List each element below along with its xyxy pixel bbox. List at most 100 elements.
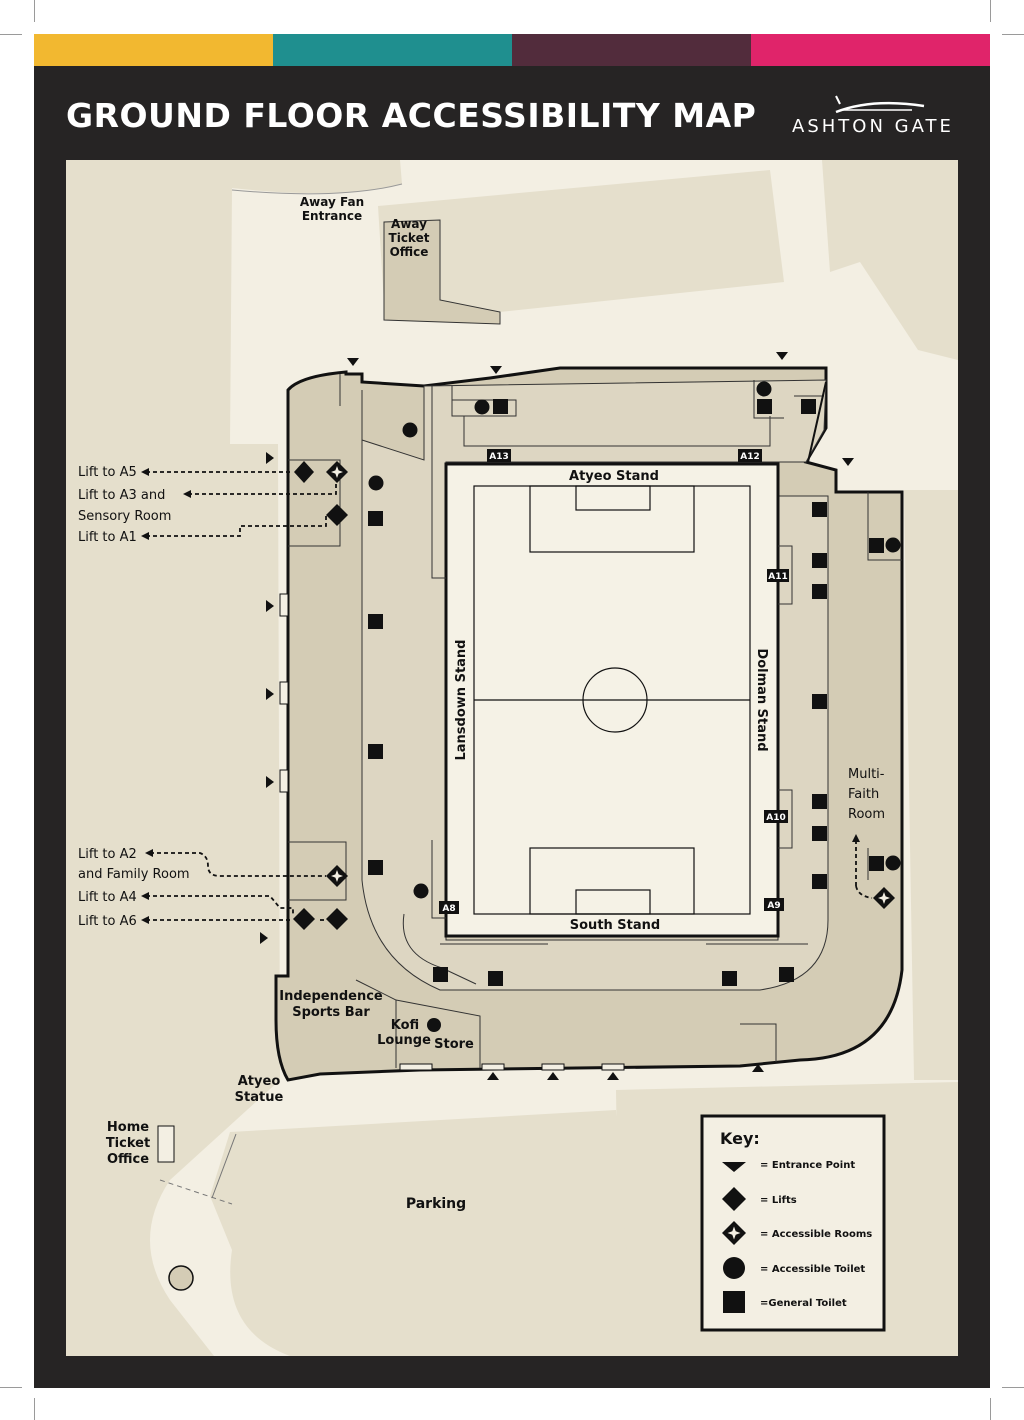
road-outline <box>211 1133 237 1199</box>
accessible-toilet-icon <box>723 1257 745 1279</box>
gate-a9-label: A9 <box>767 901 780 911</box>
wall-line <box>395 999 481 1068</box>
general-toilets <box>368 399 884 986</box>
general-toilet-icon <box>488 971 503 986</box>
home-ticket-office-label: Ticket <box>106 1136 150 1151</box>
gate-a12-label: A12 <box>740 452 760 462</box>
roundabout <box>168 1265 194 1291</box>
lift-a2-label: Lift to A2 <box>78 847 137 862</box>
general-toilet-icon <box>722 971 737 986</box>
crop-mark <box>1002 34 1024 35</box>
entrance-point-icon <box>752 1064 764 1072</box>
key-title: Key: <box>720 1129 760 1148</box>
accessible-toilet-icon <box>368 475 384 491</box>
entrance-point-icon <box>776 352 788 360</box>
lift-a4-label: Lift to A4 <box>78 890 137 905</box>
key-general-toilet-label: =General Toilet <box>760 1298 847 1309</box>
color-strip-plum <box>512 34 751 66</box>
entrance-point-icon <box>266 776 274 788</box>
parking-label: Parking <box>406 1196 466 1212</box>
general-toilet-icon <box>723 1291 745 1313</box>
away-ticket-office-label: Office <box>390 245 429 259</box>
gate-a13-label: A13 <box>489 452 509 462</box>
general-toilet-icon <box>812 502 827 517</box>
wall-line <box>867 492 902 561</box>
crop-mark <box>34 0 35 22</box>
kofi-lounge-label: Lounge <box>377 1033 431 1048</box>
atyeo-stand-label: Atyeo Stand <box>569 469 659 484</box>
lift-icon <box>326 908 348 930</box>
wall-line <box>463 416 771 447</box>
entrance-points <box>260 352 854 1080</box>
stadium-logo-icon <box>835 95 925 114</box>
route-arrowheads <box>141 468 860 924</box>
wall-line <box>740 1023 777 1062</box>
multi-faith-room-label: Room <box>848 807 885 822</box>
general-toilet-icon <box>812 584 827 599</box>
independence-bar-label: Sports Bar <box>292 1005 370 1020</box>
general-toilet-icon <box>869 538 884 553</box>
multi-faith-room-label: Faith <box>848 787 879 802</box>
south-stand-label: South Stand <box>570 918 660 933</box>
door-marks <box>279 593 625 1071</box>
road-outline <box>159 1179 233 1205</box>
accessible-toilet-icon <box>427 1018 441 1032</box>
general-toilet-icon <box>812 553 827 568</box>
gate-labels: A13 A12 A11 A10 A9 A8 <box>439 449 789 914</box>
general-toilet-icon <box>812 874 827 889</box>
away-ticket-office-label: Away <box>391 217 427 231</box>
entrance-point-icon <box>347 358 359 366</box>
accessible-toilet-icon <box>885 855 901 871</box>
away-fan-entrance-label: Away Fan <box>300 195 364 209</box>
away-fan-entrance-label: Entrance <box>302 209 362 223</box>
entrance-point-icon <box>547 1072 559 1080</box>
kofi-lounge-label: Kofi <box>391 1018 419 1033</box>
home-ticket-office-label: Office <box>107 1152 149 1167</box>
general-toilet-icon <box>368 744 383 759</box>
wall-line <box>431 386 446 579</box>
gate-a11-label: A11 <box>768 572 788 582</box>
entrance-point-icon <box>266 452 274 464</box>
lift-a6-label: Lift to A6 <box>78 914 137 929</box>
general-toilet-icon <box>869 856 884 871</box>
key-lifts-label: = Lifts <box>760 1195 797 1206</box>
store-label: Store <box>434 1037 474 1052</box>
brand-name: ASHTON GATE <box>792 116 954 137</box>
general-toilet-icon <box>812 694 827 709</box>
wall-line <box>431 840 446 919</box>
entrance-point-icon <box>490 366 502 374</box>
lift-a1-label: Lift to A1 <box>78 530 137 545</box>
road-outline <box>231 183 403 195</box>
general-toilet-icon <box>493 399 508 414</box>
lift-a3-label: Sensory Room <box>78 509 171 524</box>
atyeo-statue-label: Statue <box>235 1090 284 1105</box>
color-strip-teal <box>273 34 512 66</box>
entrance-point-icon <box>266 688 274 700</box>
general-toilet-icon <box>779 967 794 982</box>
lansdown-stand-label: Lansdown Stand <box>454 640 469 761</box>
entrance-point-icon <box>842 458 854 466</box>
lift-icon <box>722 1187 746 1211</box>
entrance-point-icon <box>607 1072 619 1080</box>
goal-area-top <box>575 485 651 511</box>
general-toilet-icon <box>368 511 383 526</box>
key-rooms-label: = Accessible Rooms <box>760 1229 872 1240</box>
away-ticket-building <box>383 219 501 325</box>
accessible-toilet-icon <box>402 422 418 438</box>
atyeo-statue-label: Atyeo <box>238 1074 281 1089</box>
accessible-rooms <box>326 461 895 909</box>
lifts <box>293 461 348 930</box>
dolman-stand-label: Dolman Stand <box>754 648 769 751</box>
general-toilet-icon <box>812 794 827 809</box>
crop-mark <box>990 1398 991 1420</box>
crop-mark <box>0 1387 22 1388</box>
color-strip-yellow <box>34 34 273 66</box>
accessible-room-icon <box>873 887 895 909</box>
general-toilet-icon <box>368 614 383 629</box>
general-toilet-icon <box>757 399 772 414</box>
ground-area <box>378 170 784 312</box>
lift-a3-label: Lift to A3 and <box>78 488 165 503</box>
ground-area <box>210 1110 634 1356</box>
entrance-point-icon <box>260 932 268 944</box>
home-ticket-office-label: Home <box>107 1120 149 1135</box>
